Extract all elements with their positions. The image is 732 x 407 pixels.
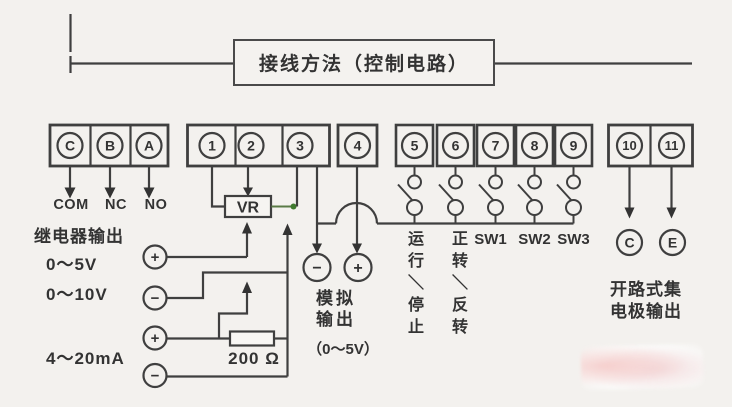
terminal-c: C bbox=[65, 138, 75, 154]
terminal-10: 10 bbox=[622, 138, 636, 153]
vr-wiring bbox=[210, 166, 299, 219]
terminal-4: 4 bbox=[354, 138, 362, 154]
pin-com-label: COM bbox=[53, 197, 89, 213]
pin-nc-label: NC bbox=[105, 197, 127, 213]
digital-switches bbox=[397, 166, 582, 224]
vr-label: VR bbox=[237, 200, 260, 217]
sw2-label: SW2 bbox=[518, 231, 551, 248]
analog-source-wiring bbox=[142, 222, 293, 389]
terminal-2: 2 bbox=[247, 138, 255, 154]
vr-box bbox=[223, 194, 273, 219]
sw1-label: SW1 bbox=[474, 231, 507, 248]
switch-fwd-rev bbox=[438, 166, 464, 224]
terminal-8: 8 bbox=[531, 138, 539, 154]
analog-out-wiring bbox=[302, 166, 373, 283]
analog-output-label-1: 模拟 bbox=[316, 289, 356, 308]
sw3-label: SW3 bbox=[557, 231, 590, 248]
green-junction-dot bbox=[290, 203, 297, 210]
relay-terminal-block bbox=[48, 123, 170, 168]
v10-minus-sign: − bbox=[151, 290, 160, 307]
resistor-200ohm bbox=[228, 330, 276, 347]
terminal-a: A bbox=[144, 138, 154, 154]
terminal-b: B bbox=[105, 138, 115, 154]
terminal-7: 7 bbox=[492, 138, 500, 154]
ma-plus-sign: + bbox=[151, 330, 160, 347]
switch-run-stop bbox=[397, 166, 423, 224]
emitter-pin: E bbox=[668, 235, 677, 251]
analog-output-label-2: 输出 bbox=[316, 310, 356, 329]
v5-label: 0～5V bbox=[46, 255, 98, 274]
switch-sw3 bbox=[556, 166, 582, 224]
oc-output-label-1: 开路式集 bbox=[610, 280, 682, 299]
relay-arrows bbox=[64, 167, 155, 199]
aout-plus-sign: + bbox=[353, 260, 362, 277]
collector-pin: C bbox=[624, 235, 634, 251]
terminal-3: 3 bbox=[296, 138, 304, 154]
freq-terminal-block bbox=[186, 123, 331, 168]
diagram-title: 接线方法（控制电路） bbox=[258, 54, 469, 75]
oc-output-label-2: 电极输出 bbox=[610, 302, 682, 321]
v5-plus-sign: + bbox=[151, 249, 160, 266]
switch-sw1 bbox=[478, 166, 504, 224]
oc-arrows bbox=[615, 167, 687, 257]
watermark-blob bbox=[580, 343, 704, 391]
resistor-label: 200 Ω bbox=[228, 349, 280, 368]
top-connector-lines bbox=[69, 14, 692, 73]
terminal-5: 5 bbox=[411, 138, 419, 154]
terminal-glyphs: C B A 1 2 3 4 5 6 7 8 9 10 11 C E bbox=[65, 138, 678, 251]
polarity-signs: + − + − − + bbox=[151, 249, 363, 385]
aout-minus-sign: − bbox=[312, 260, 321, 277]
terminal-9: 9 bbox=[570, 138, 578, 154]
analog-output-range: （0～5V） bbox=[307, 341, 379, 358]
terminal-11: 11 bbox=[665, 138, 679, 153]
terminal-1: 1 bbox=[208, 138, 216, 154]
fwd-rev-label: 正转＼反转 bbox=[449, 230, 466, 340]
terminal-6: 6 bbox=[452, 138, 460, 154]
switch-sw2 bbox=[517, 166, 543, 224]
v10-label: 0～10V bbox=[46, 285, 108, 304]
relay-output-label: 继电器输出 bbox=[34, 227, 124, 246]
oc-terminal-block bbox=[607, 123, 694, 168]
ma-label: 4～20mA bbox=[46, 349, 125, 368]
pin-no-label: NO bbox=[144, 197, 168, 213]
diagram-title-box: 接线方法（控制电路） bbox=[233, 39, 495, 86]
run-stop-label: 运行＼停止 bbox=[405, 230, 422, 340]
ma-minus-sign: − bbox=[151, 368, 160, 385]
